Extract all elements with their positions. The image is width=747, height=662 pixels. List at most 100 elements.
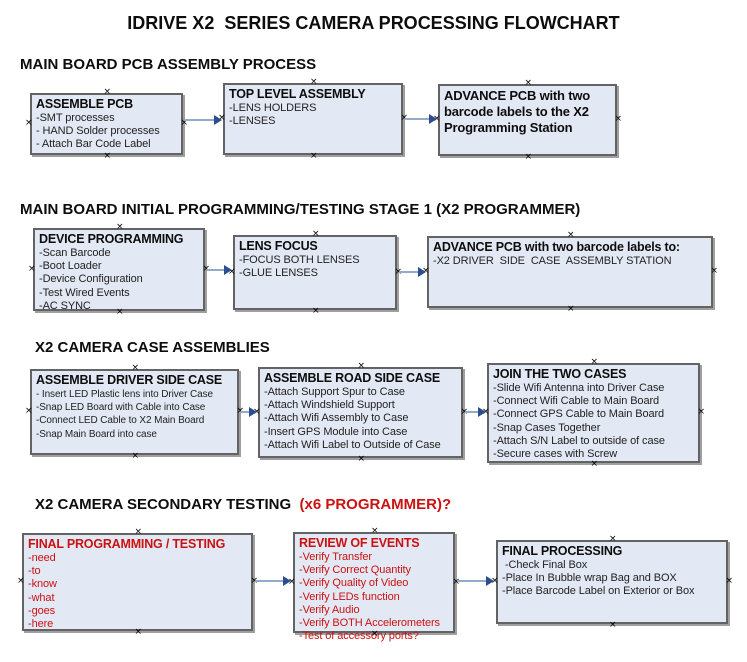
- connector-finalprog-to-review[interactable]: [255, 575, 291, 587]
- box-item: -Attach Wifi Label to Outside of Case: [264, 438, 441, 451]
- connector-toplevel-to-advance[interactable]: [405, 113, 437, 125]
- box-item: -Connect LED Cable to X2 Main Board: [36, 415, 205, 427]
- box-title: FINAL PROGRAMMING / TESTING: [28, 537, 226, 551]
- connection-handle-top: ×: [134, 527, 143, 537]
- box-item: -Insert GPS Module into Case: [264, 425, 408, 438]
- box-item: -goes: [28, 604, 56, 617]
- connector-road-to-join[interactable]: [465, 406, 486, 418]
- box-item: -Place Barcode Label on Exterior or Box: [502, 585, 695, 598]
- connector-lensfocus-to-advance[interactable]: [399, 266, 426, 278]
- box-item: -Snap LED Board with Cable into Case: [36, 402, 206, 414]
- box-item: -Check Final Box: [502, 559, 588, 571]
- box-item: -Boot Loader: [39, 260, 102, 273]
- box-item: -Slide Wifi Antenna into Driver Case: [493, 382, 665, 394]
- flow-box-final-processing[interactable]: FINAL PROCESSING -Check Final Box -Place…: [491, 535, 733, 630]
- box-item: -Place In Bubble wrap Bag and BOX: [502, 572, 677, 585]
- connection-handle-right: ×: [236, 407, 244, 416]
- connection-handle-top: ×: [131, 363, 140, 373]
- connector-assemble-to-toplevel[interactable]: [185, 114, 222, 126]
- box-title: ADVANCE PCB with two barcode labels to:: [433, 240, 680, 254]
- arrowhead-icon: [418, 267, 426, 277]
- connection-handle-bottom: ×: [524, 152, 533, 162]
- connection-handle-left: ×: [25, 118, 33, 128]
- connection-handle-bottom: ×: [131, 451, 140, 461]
- box-item: -SMT processes: [36, 112, 115, 124]
- connector-line: [399, 271, 420, 273]
- box-item: -Snap Main Board into case: [36, 428, 157, 440]
- box-item: -Connect GPS Cable to Main Board: [493, 408, 665, 421]
- connection-handle-right: ×: [452, 577, 460, 587]
- arrowhead-icon: [249, 407, 257, 417]
- connection-handle-top: ×: [357, 361, 366, 371]
- box-item: -LENS HOLDERS: [229, 102, 317, 114]
- connection-handle-bottom: ×: [609, 620, 617, 630]
- flow-box-device-programming[interactable]: DEVICE PROGRAMMING -Scan Barcode -Boot L…: [28, 223, 210, 317]
- box-item: -Verify Transfer: [299, 551, 372, 563]
- connection-handle-bottom: ×: [590, 459, 599, 469]
- box-item: -Verify Correct Quantity: [299, 564, 411, 577]
- box-item: -to: [28, 565, 41, 578]
- flow-box-advance-pcb-driver-side[interactable]: ADVANCE PCB with two barcode labels to: …: [422, 231, 718, 314]
- box-title: ASSEMBLE PCB: [36, 97, 133, 111]
- box-item: -Attach Wifi Assembly to Case: [264, 412, 409, 425]
- box-title: LENS FOCUS: [239, 239, 318, 253]
- connection-handle-bottom: ×: [103, 151, 112, 161]
- flow-box-assemble-driver-side-case[interactable]: ASSEMBLE DRIVER SIDE CASE - Insert LED P…: [25, 364, 244, 461]
- connector-driver-to-road[interactable]: [241, 406, 257, 418]
- box-item: -Attach S/N Label to outside of case: [493, 434, 665, 447]
- connection-handle-bottom: ×: [567, 304, 575, 314]
- box-item: -X2 DRIVER SIDE CASE ASSEMBLY STATION: [433, 255, 672, 267]
- section-heading-secondary-testing: X2 CAMERA SECONDARY TESTING (x6 PROGRAMM…: [35, 496, 451, 513]
- arrowhead-icon: [486, 576, 494, 586]
- box-item: -Scan Barcode: [39, 247, 111, 259]
- flow-box-top-level-assembly[interactable]: TOP LEVEL ASSEMBLY -LENS HOLDERS -LENSES…: [218, 78, 408, 161]
- box-title: TOP LEVEL ASSEMBLY: [229, 87, 366, 101]
- flow-box-join-the-two-cases[interactable]: JOIN THE TWO CASES -Slide Wifi Antenna i…: [482, 358, 705, 469]
- connection-handle-top: ×: [524, 78, 533, 88]
- flow-box-assemble-road-side-case[interactable]: ASSEMBLE ROAD SIDE CASE -Attach Support …: [253, 362, 468, 464]
- box-item: -here: [28, 618, 54, 631]
- flow-box-advance-pcb-programming-station[interactable]: ADVANCE PCB with two barcode labels to t…: [433, 79, 622, 162]
- box-title: ASSEMBLE DRIVER SIDE CASE: [36, 373, 223, 387]
- connection-handle-left: ×: [28, 263, 36, 274]
- box-item: -Verify BOTH Accelerometers: [299, 617, 440, 630]
- box-item: -Test of accessory ports?: [299, 630, 419, 643]
- connection-handle-right: ×: [180, 118, 188, 128]
- connection-handle-right: ×: [202, 264, 210, 274]
- arrowhead-icon: [224, 265, 232, 275]
- flow-box-review-of-events[interactable]: REVIEW OF EVENTS -Verify Transfer -Verif…: [288, 527, 460, 643]
- box-item: -Connect Wifi Cable to Main Board: [493, 395, 660, 408]
- connector-line: [465, 411, 480, 413]
- connection-handle-top: ×: [310, 77, 318, 87]
- box-item: -Secure cases with Screw: [493, 448, 618, 461]
- box-item: -Verify LEDs function: [299, 590, 400, 603]
- connection-handle-bottom: ×: [357, 454, 366, 464]
- connection-handle-top: ×: [590, 357, 599, 367]
- arrowhead-icon: [429, 114, 437, 124]
- connector-line: [255, 580, 285, 582]
- connector-review-to-finalproc[interactable]: [457, 575, 494, 587]
- box-item: -Snap Cases Together: [493, 421, 601, 434]
- connection-handle-top: ×: [371, 526, 379, 536]
- box-title: DEVICE PROGRAMMING: [39, 232, 184, 246]
- connection-handle-right: ×: [250, 577, 258, 586]
- box-item: -know: [28, 578, 57, 591]
- connection-handle-top: ×: [116, 222, 124, 232]
- connector-line: [185, 119, 216, 121]
- section-heading-initial-programming: MAIN BOARD INITIAL PROGRAMMING/TESTING S…: [20, 201, 581, 218]
- section-heading-case-assemblies: X2 CAMERA CASE ASSEMBLIES: [35, 339, 270, 356]
- box-item: -what: [28, 591, 55, 604]
- box-item: -FOCUS BOTH LENSES: [239, 254, 360, 266]
- connector-device-to-lensfocus[interactable]: [207, 264, 232, 276]
- flow-box-assemble-pcb[interactable]: ASSEMBLE PCB -SMT processes - HAND Solde…: [25, 88, 188, 161]
- connection-handle-left: ×: [25, 406, 33, 416]
- flow-box-lens-focus[interactable]: LENS FOCUS -FOCUS BOTH LENSES -GLUE LENS…: [228, 230, 402, 316]
- connection-handle-bottom: ×: [134, 627, 143, 637]
- connection-handle-right: ×: [614, 114, 622, 124]
- connection-handle-top: ×: [103, 87, 112, 97]
- section-heading-pcb-assembly: MAIN BOARD PCB ASSEMBLY PROCESS: [20, 56, 317, 73]
- box-title: ASSEMBLE ROAD SIDE CASE: [264, 371, 440, 385]
- box-title: JOIN THE TWO CASES: [493, 367, 627, 381]
- flow-box-final-programming-testing[interactable]: FINAL PROGRAMMING / TESTING -need -to -k…: [17, 528, 258, 637]
